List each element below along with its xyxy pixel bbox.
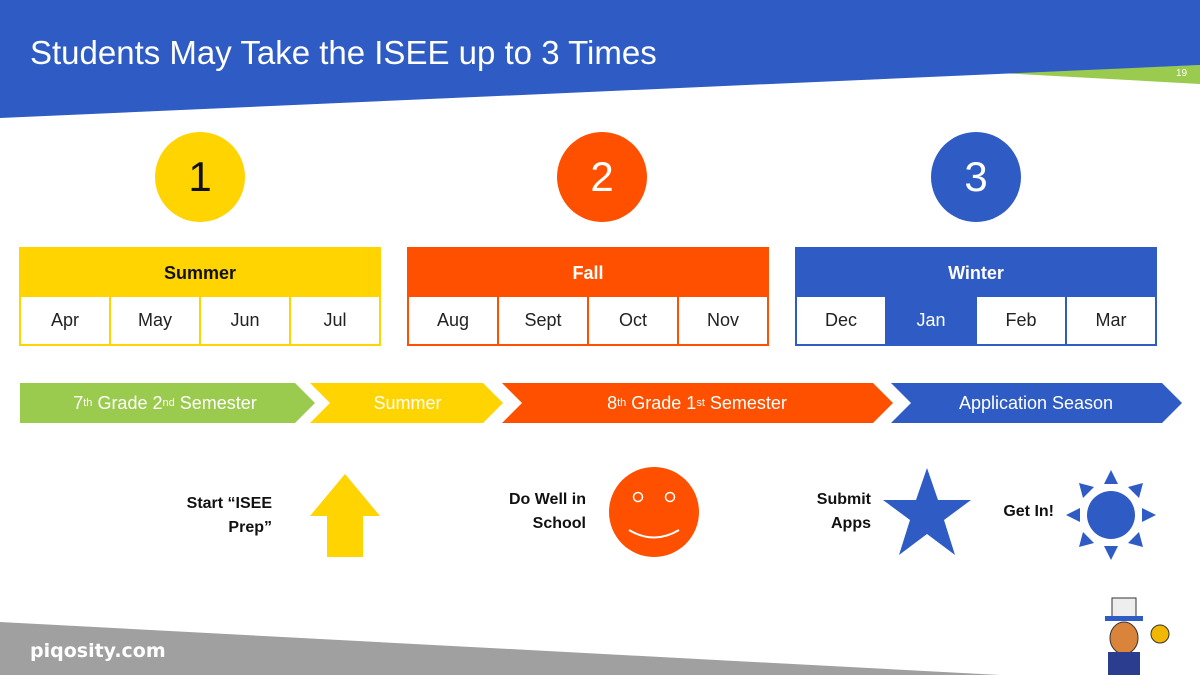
milestone-line: Submit [816,491,871,508]
milestone-line: School [532,515,586,532]
season-header: Fall [409,249,767,297]
month-cell: Apr [21,297,109,344]
up-arrow-icon [310,474,380,557]
smiley-icon [609,467,699,557]
timeline-label-summer: Summer [373,392,442,413]
header-band [0,0,1200,118]
label-part: Grade 2 [92,392,163,413]
label-part: Semester [174,392,257,413]
timeline-segment-8th-grade [502,383,893,423]
month-cell: Aug [409,297,497,344]
season-fall: Fall Aug Sept Oct Nov [407,247,769,346]
season-header: Winter [797,249,1155,297]
timeline-label-application: Application Season [958,392,1114,413]
sun-icon [1066,470,1156,560]
month-cell: Jul [289,297,379,344]
page-title: Students May Take the ISEE up to 3 Times [30,34,657,71]
month-cell: Feb [975,297,1065,344]
milestone-line: Prep” [228,519,272,536]
timeline-segment-application [891,383,1182,423]
green-accent-wedge [1000,65,1200,84]
timeline-segment-summer [310,383,503,423]
milestone-line: Start “ISEE [186,495,272,512]
label-sup: nd [162,397,175,409]
timeline-segment-7th-grade [20,383,315,423]
milestone-line: Apps [831,515,871,532]
month-cell: Sept [497,297,587,344]
season-summer: Summer Apr May Jun Jul [19,247,381,346]
month-cell: Oct [587,297,677,344]
month-cell: Dec [797,297,885,344]
attempt-2-badge: 2 [557,132,647,222]
label-sup: th [83,397,93,409]
month-cell: May [109,297,199,344]
label-part: Semester [704,392,787,413]
attempt-1-badge: 1 [155,132,245,222]
footer-website: piqosity.com [30,640,166,662]
month-cell-highlighted: Jan [885,297,975,344]
footer-band [0,622,1000,675]
attempt-3-badge: 3 [931,132,1021,222]
month-cell: Jun [199,297,289,344]
milestone-start-prep: Start “ISEE Prep” [187,492,272,540]
month-cell: Mar [1065,297,1155,344]
label-part: 7 [73,392,84,413]
label-sup: st [696,397,705,409]
star-icon [883,468,971,555]
mascot-logo [1105,597,1170,675]
milestone-line: Do Well in [508,491,586,508]
season-winter: Winter Dec Jan Feb Mar [795,247,1157,346]
milestone-submit-apps: Submit Apps [817,488,871,536]
month-cell: Nov [677,297,767,344]
season-header: Summer [21,249,379,297]
milestone-get-in: Get In! [1003,503,1054,520]
label-part: 8 [607,392,618,413]
milestone-do-well: Do Well in School [509,488,586,536]
page-number: 19 [1176,68,1188,79]
label-part: Grade 1 [626,392,697,413]
label-sup: th [617,397,627,409]
